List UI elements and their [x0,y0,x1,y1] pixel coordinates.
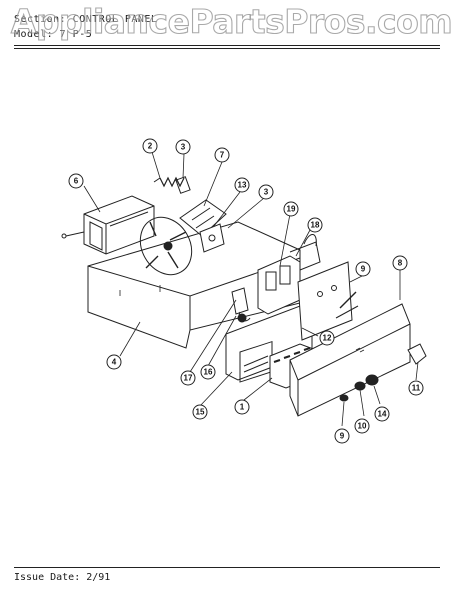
callout-11: 11 [408,380,424,396]
front-panel [289,303,411,417]
header-rule-2 [14,48,440,50]
switch-assembly [257,234,321,315]
svg-text:9: 9 [340,432,345,441]
model-label: Model: 7 P-5 [14,29,93,40]
callout-3a: 3 [175,139,191,155]
section-title: Section: CONTROL PANEL [14,14,158,25]
callout-1: 1 [234,399,250,415]
callout-4: 4 [106,354,122,370]
callout-8: 9 [355,261,371,277]
svg-text:18: 18 [311,221,320,230]
svg-text:14: 14 [378,410,387,419]
svg-text:16: 16 [204,368,213,377]
svg-text:15: 15 [196,408,205,417]
fan-assembly [139,199,227,276]
footer-rule [14,567,440,569]
component-box [61,195,155,255]
svg-text:17: 17 [184,374,193,383]
knob-medium [354,381,366,391]
callout-18: 18 [307,217,323,233]
callout-6: 7 [214,147,230,163]
callout-10: 10 [354,418,370,434]
header-rule [14,45,440,47]
connector [175,176,191,194]
callout-7: 8 [392,255,408,271]
callout-19: 19 [283,201,299,217]
spring [153,176,185,188]
svg-text:3: 3 [264,188,269,197]
callout-13: 13 [234,177,250,193]
svg-text:19: 19 [287,205,296,214]
svg-text:10: 10 [358,422,367,431]
svg-text:13: 13 [238,181,247,190]
callout-15: 15 [192,404,208,420]
callout-2: 2 [142,138,158,154]
svg-text:4: 4 [112,358,117,367]
svg-text:7: 7 [220,151,225,160]
callout-5: 6 [68,173,84,189]
svg-text:1: 1 [240,403,245,412]
svg-text:2: 2 [148,142,153,151]
callout-9: 9 [334,428,350,444]
callout-14: 14 [374,406,390,422]
svg-text:12: 12 [323,334,332,343]
callout-16: 16 [200,364,216,380]
knob-large [365,374,379,386]
svg-text:3: 3 [181,143,186,152]
side-bracket [297,261,359,341]
svg-text:8: 8 [398,259,403,268]
knob-assembly [231,287,251,323]
svg-text:9: 9 [361,265,366,274]
svg-text:11: 11 [412,384,421,393]
svg-text:6: 6 [74,177,79,186]
knob-small [339,394,349,402]
leader-lines [83,151,419,427]
callout-12: 12 [319,330,335,346]
rod [339,291,357,309]
callout-17: 17 [180,370,196,386]
bracket [199,223,225,253]
issue-date: Issue Date: 2/91 [14,572,111,583]
callout-3b: 3 [258,184,274,200]
selector-knob [407,343,427,365]
